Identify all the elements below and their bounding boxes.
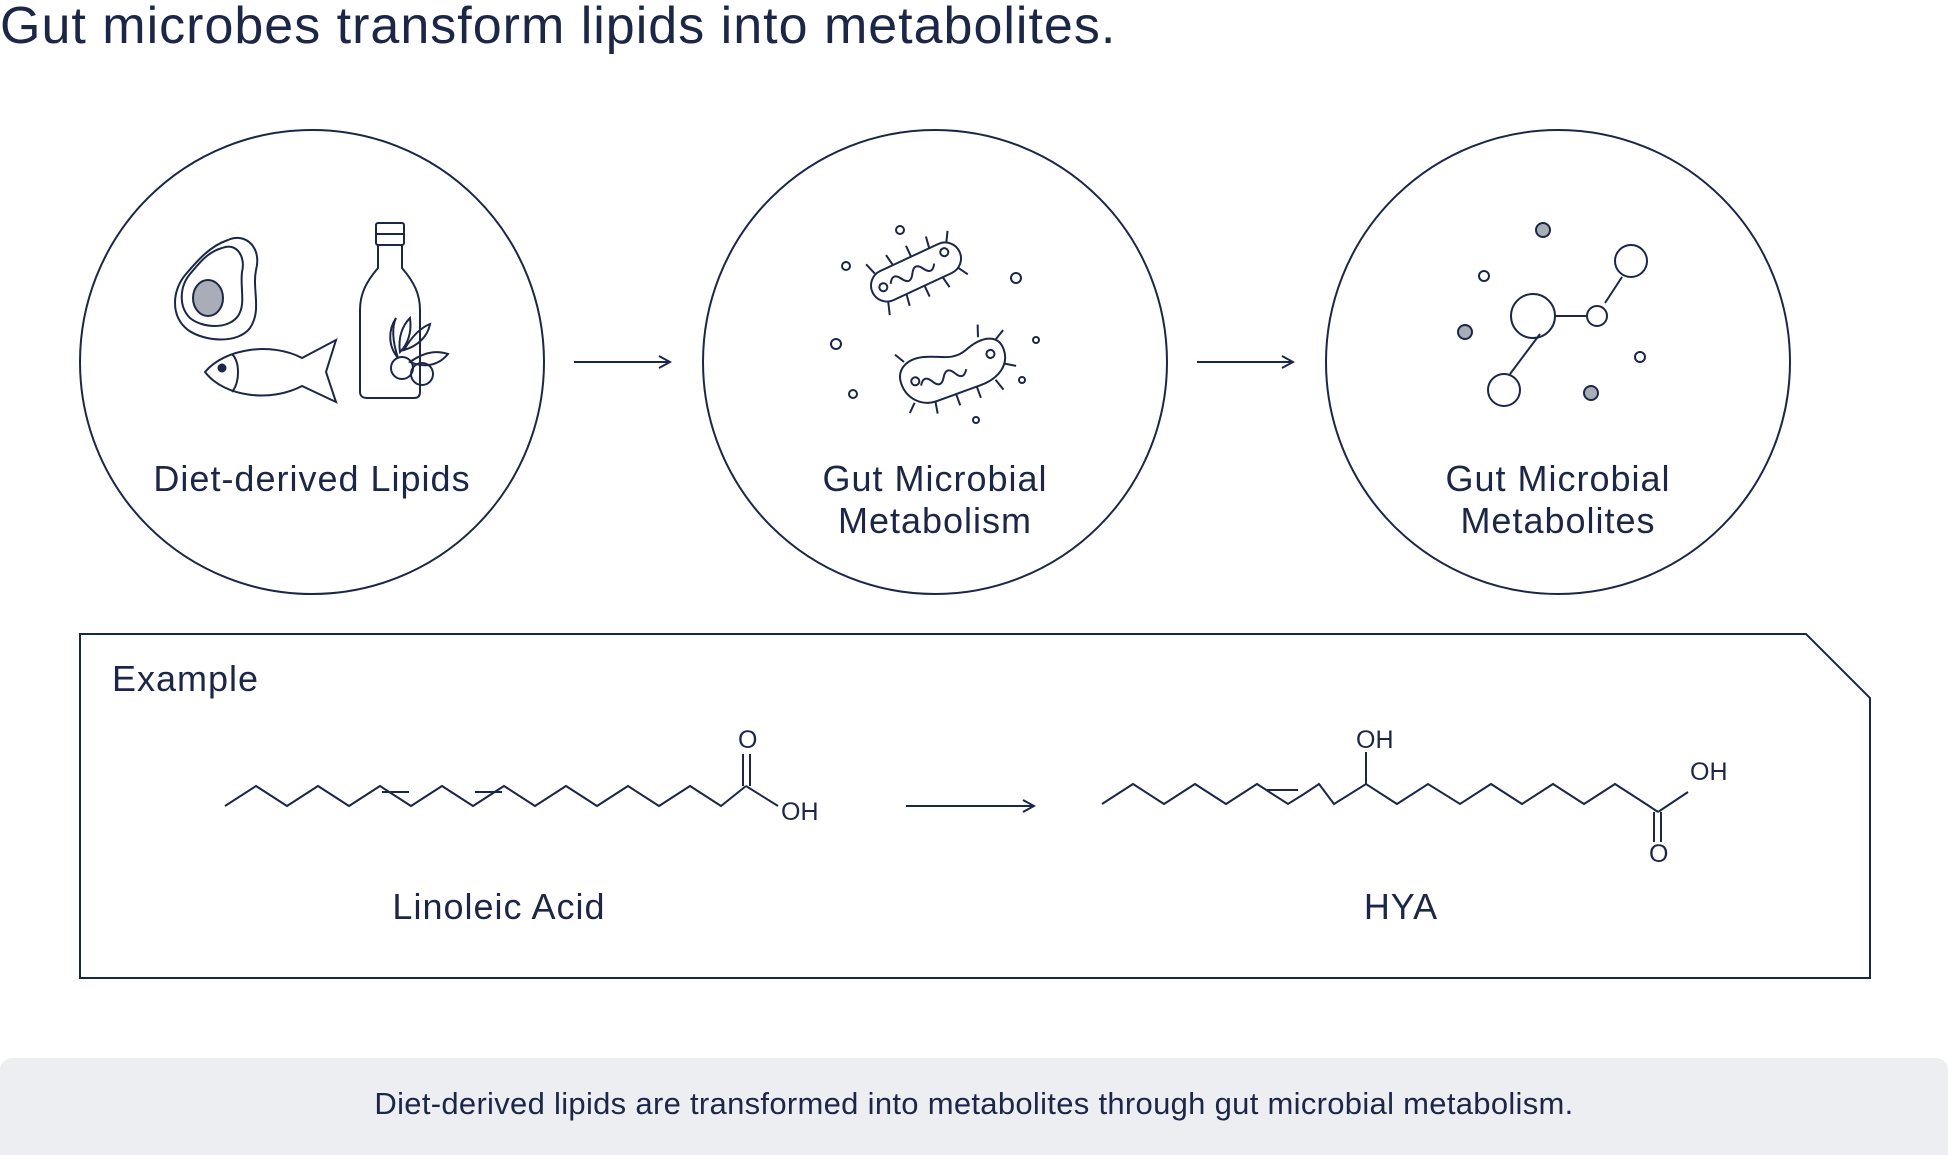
hya-structure: [1101, 752, 1689, 842]
caption-bar: Diet-derived lipids are transformed into…: [0, 1058, 1948, 1155]
atom-label-carbonyl-o: O: [1649, 840, 1669, 868]
example-box: [79, 633, 1871, 979]
example-label: Example: [112, 658, 260, 699]
reactant-name: Linoleic Acid: [392, 886, 606, 927]
stage-label-lipids: Diet-derived Lipids: [132, 458, 492, 500]
avocado-icon: [174, 237, 259, 341]
page-title: Gut microbes transform lipids into metab…: [0, 0, 1117, 55]
linoleic-acid-structure: [224, 754, 779, 808]
atom-label-carbonyl-o: O: [738, 726, 758, 754]
atom-label-hydroxyl: OH: [781, 798, 819, 826]
stage-label-line: Gut Microbial: [1445, 458, 1671, 499]
molecule-icon: [1457, 222, 1648, 407]
stage-label-line: Metabolism: [837, 500, 1033, 541]
stage-circle-metabolites: [1325, 129, 1791, 595]
product-name: HYA: [1363, 886, 1439, 927]
stage-label-metabolites: Gut Microbial Metabolites: [1378, 458, 1738, 542]
olive-oil-bottle-icon: [359, 222, 450, 399]
stage-label-line: Diet-derived Lipids: [153, 458, 471, 499]
stage-circle-metabolism: [702, 129, 1168, 595]
stage-circle-lipids: [79, 129, 545, 595]
bacteria-icon: [830, 225, 1040, 424]
atom-label-chain-oh: OH: [1356, 726, 1394, 754]
stage-label-line: Gut Microbial: [822, 458, 1048, 499]
stage-label-line: Metabolites: [1460, 500, 1656, 541]
atom-label-acid-oh: OH: [1690, 758, 1728, 786]
fish-icon: [203, 337, 338, 404]
caption-text: Diet-derived lipids are transformed into…: [374, 1086, 1574, 1121]
stage-label-metabolism: Gut Microbial Metabolism: [755, 458, 1115, 542]
